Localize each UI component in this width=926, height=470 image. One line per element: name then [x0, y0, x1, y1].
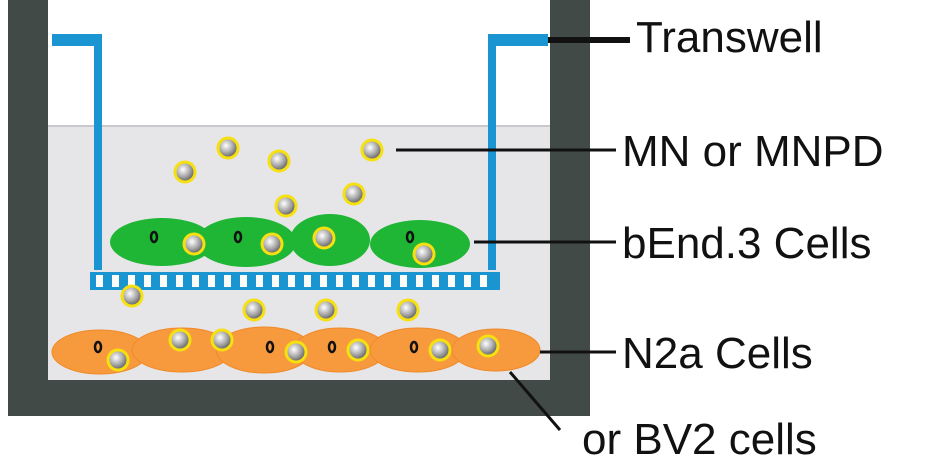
membrane-pore	[400, 275, 407, 287]
nanoparticle	[182, 232, 206, 256]
nanoparticle	[106, 348, 130, 372]
membrane-pore	[368, 275, 375, 287]
membrane-pore	[112, 275, 119, 287]
nanoparticle-group	[106, 136, 500, 372]
nanoparticle	[412, 242, 436, 266]
membrane-pore	[96, 275, 103, 287]
nanoparticle	[360, 138, 384, 162]
n2a-nucleus	[93, 340, 103, 354]
leader-lines	[396, 37, 630, 431]
nanoparticle	[284, 340, 308, 364]
nanoparticle	[346, 338, 370, 362]
membrane-pores	[96, 275, 487, 287]
bend3-nucleus	[405, 230, 415, 244]
nanoparticle	[260, 232, 284, 256]
membrane-pore	[304, 275, 311, 287]
nanoparticle	[428, 338, 452, 362]
membrane-pore	[272, 275, 279, 287]
nanoparticle	[267, 149, 291, 173]
n2a-cells-label: N2a Cells	[622, 329, 813, 378]
membrane-pore	[320, 275, 327, 287]
n2a-nucleus	[327, 340, 337, 354]
membrane-pore	[176, 275, 183, 287]
membrane-pore	[336, 275, 343, 287]
membrane-pore	[224, 275, 231, 287]
membrane-pore	[432, 275, 439, 287]
nanoparticle	[216, 136, 240, 160]
bend3-cell	[110, 218, 214, 266]
membrane-pore	[352, 275, 359, 287]
membrane-pore	[416, 275, 423, 287]
bend3-cells-label: bEnd.3 Cells	[622, 219, 872, 268]
nanoparticle	[396, 298, 420, 322]
nanoparticle	[314, 298, 338, 322]
membrane-pore	[448, 275, 455, 287]
membrane-pore	[208, 275, 215, 287]
bv2-cells-label: or BV2 cells	[582, 415, 817, 464]
nanoparticle	[476, 334, 500, 358]
bend3-nucleus	[233, 230, 243, 244]
membrane-pore	[464, 275, 471, 287]
nanoparticle	[173, 160, 197, 184]
nanoparticle	[210, 328, 234, 352]
membrane-pore	[480, 275, 487, 287]
insert-wall-left	[52, 34, 102, 270]
nanoparticle	[312, 226, 336, 250]
nanoparticle	[168, 328, 192, 352]
membrane-pore	[384, 275, 391, 287]
nanoparticle	[342, 182, 366, 206]
nanoparticle	[120, 284, 144, 308]
bv2-leader-line	[508, 371, 562, 431]
n2a-nucleus	[265, 340, 275, 354]
nanoparticle	[242, 298, 266, 322]
bend3-cell-layer	[110, 214, 470, 268]
bend3-nucleus	[149, 230, 159, 244]
membrane-pore	[128, 275, 135, 287]
membrane-pore	[256, 275, 263, 287]
nanoparticle-label: MN or MNPD	[622, 127, 884, 176]
membrane-pore	[240, 275, 247, 287]
membrane-pore	[160, 275, 167, 287]
insert-wall-right	[488, 34, 548, 270]
transwell-label: Transwell	[636, 13, 823, 62]
membrane-pore	[288, 275, 295, 287]
membrane-pore	[144, 275, 151, 287]
nanoparticle	[274, 194, 298, 218]
n2a-nucleus	[409, 340, 419, 354]
bend3-nuclei	[149, 230, 415, 244]
n2a-nuclei	[93, 340, 419, 354]
membrane-pore	[192, 275, 199, 287]
